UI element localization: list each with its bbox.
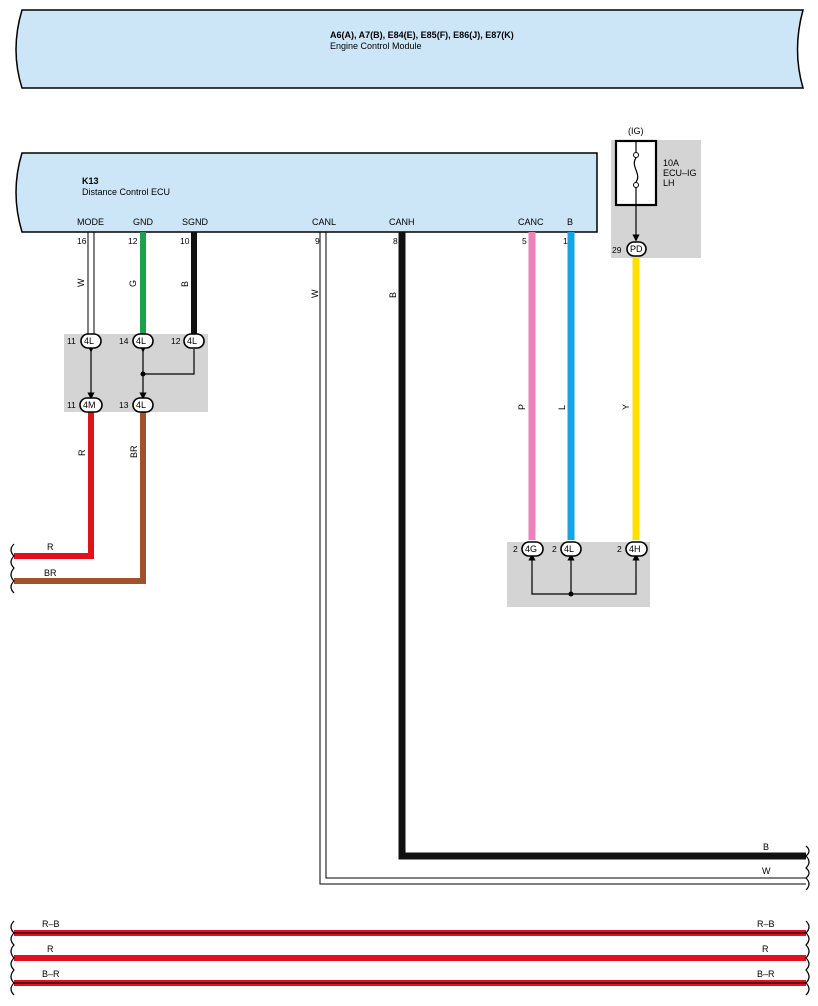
- terminal-label-mode: MODE: [77, 217, 104, 227]
- wire-label-r: R: [77, 449, 87, 456]
- connector-pd-label: PD: [630, 244, 643, 254]
- page-continuation-mark: [805, 845, 810, 891]
- wire-label-canc: P: [517, 404, 527, 410]
- terminal-label-gnd: GND: [133, 217, 154, 227]
- pin-canh: 8: [393, 236, 398, 246]
- pin-b: 1: [563, 236, 568, 246]
- connector-pd: [626, 241, 647, 257]
- wire-label-b: L: [557, 405, 567, 410]
- connector-4l-13: [132, 397, 154, 413]
- connector-pin: 11: [67, 336, 76, 346]
- fuse-name-line2: LH: [663, 178, 675, 188]
- terminal-label-canl: CANL: [312, 217, 336, 227]
- connector-4l-11: [80, 333, 102, 349]
- bus-label-right: R: [762, 944, 769, 954]
- bus-label-right: B–R: [757, 969, 775, 979]
- fuse-supply: (IG): [628, 126, 644, 136]
- connector-4l-2: [560, 541, 582, 557]
- engine-control-module: A6(A), A7(B), E84(E), E85(F), E86(J), E8…: [15, 9, 804, 89]
- pin-sgnd: 10: [180, 236, 190, 246]
- connector-4l-12: [183, 333, 205, 349]
- wire-canl-w: [319, 232, 806, 885]
- exit-label-b: B: [763, 842, 769, 852]
- bus-label-left: R: [47, 944, 54, 954]
- connector-4l-14: [132, 333, 154, 349]
- terminal-label-b: B: [567, 217, 573, 227]
- wire-mode-w: [87, 232, 95, 334]
- terminal-label-sgnd: SGND: [182, 217, 209, 227]
- connector-label: 4L: [84, 336, 94, 346]
- ecm-name: Engine Control Module: [330, 41, 422, 51]
- connector-pin: 2: [617, 544, 622, 554]
- wire-label-y: Y: [621, 404, 631, 410]
- connector-4g-2: [521, 541, 544, 557]
- distance-control-ecu: K13 Distance Control ECU MODE GND SGND C…: [15, 152, 598, 233]
- wire-label-canl: W: [310, 289, 320, 298]
- connector-label: 4H: [629, 544, 641, 554]
- bus-label-left: R–B: [42, 919, 60, 929]
- connector-pd-pin: 29: [612, 245, 622, 255]
- bottom-bus: [10, 920, 810, 996]
- pin-canl: 9: [315, 236, 320, 246]
- connector-pin: 11: [67, 400, 76, 410]
- connector-label: 4L: [564, 544, 574, 554]
- wire-label-br: BR: [129, 445, 139, 458]
- wire-br: [14, 412, 146, 584]
- bus-label-right: R–B: [757, 919, 775, 929]
- connector-label: 4M: [83, 400, 96, 410]
- wire-label-mode: W: [76, 278, 86, 287]
- connector-4h-2: [625, 541, 648, 557]
- connector-label: 4L: [136, 400, 146, 410]
- connector-pin: 14: [119, 336, 129, 346]
- fuse-name-line1: ECU–IG: [663, 168, 697, 178]
- pin-gnd: 12: [128, 236, 138, 246]
- exit-label-w: W: [762, 866, 771, 876]
- terminal-label-canc: CANC: [518, 217, 544, 227]
- wire-label-canh: B: [388, 292, 398, 298]
- ecu-name: Distance Control ECU: [82, 187, 170, 197]
- ecu-code: K13: [82, 176, 99, 186]
- fuse-rating: 10A: [663, 158, 679, 168]
- pin-mode: 16: [77, 236, 87, 246]
- page-continuation-mark: [10, 543, 15, 594]
- connector-4m-11: [79, 397, 103, 413]
- connector-pin: 2: [513, 544, 518, 554]
- wire-label-sgnd: B: [180, 281, 190, 287]
- pin-canc: 5: [522, 236, 527, 246]
- wire-r: [14, 412, 94, 559]
- connector-label: 4L: [136, 336, 146, 346]
- connector-pin: 12: [171, 336, 181, 346]
- connector-pin: 13: [119, 400, 129, 410]
- terminal-label-canh: CANH: [389, 217, 415, 227]
- exit-label-br: BR: [44, 568, 57, 578]
- splice-point: [140, 371, 146, 377]
- bus-label-left: B–R: [42, 969, 60, 979]
- ecm-codes: A6(A), A7(B), E84(E), E85(F), E86(J), E8…: [330, 30, 514, 40]
- splice-point: [568, 591, 574, 597]
- wire-canh-b: [398, 232, 806, 860]
- fuse-box: (IG) 10A ECU–IG LH PD 29: [611, 126, 701, 258]
- connector-label: 4L: [187, 336, 197, 346]
- wire-label-gnd: G: [128, 280, 138, 287]
- exit-label-r: R: [47, 542, 54, 552]
- fuse-icon: [633, 157, 639, 183]
- connector-label: 4G: [525, 544, 537, 554]
- connector-pin: 2: [552, 544, 557, 554]
